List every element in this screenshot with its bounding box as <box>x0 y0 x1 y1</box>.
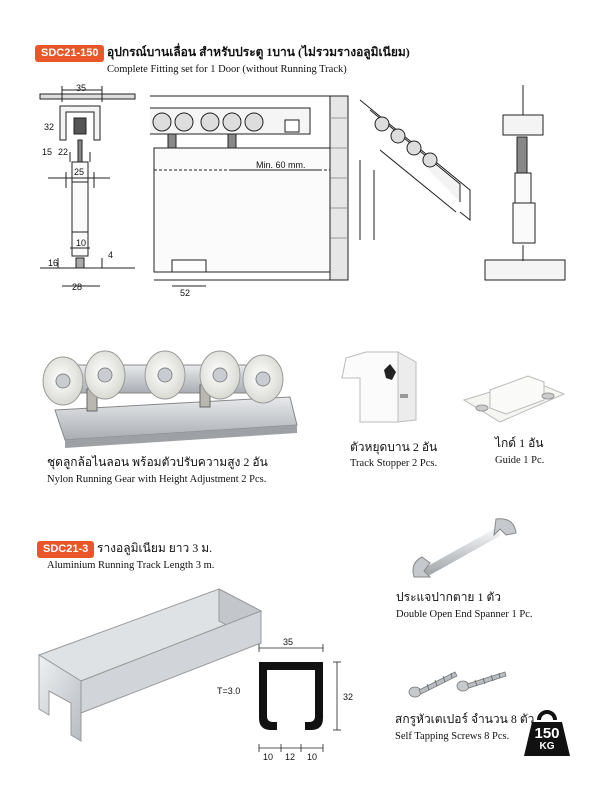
profile-dim-12: 12 <box>285 752 295 762</box>
profile-dim-35: 35 <box>283 637 293 647</box>
profile-dim-32: 32 <box>343 692 353 702</box>
guide-label-en: Guide 1 Pc. <box>495 455 545 466</box>
dim-25: 25 <box>74 167 84 177</box>
track-stopper-image <box>341 351 417 423</box>
track-code-badge: SDC21-3 <box>37 541 95 558</box>
spanner-image <box>412 518 517 578</box>
aluminium-track-image <box>37 588 263 742</box>
running-gear-label-th: ชุดลูกล้อไนลอน พร้อมตัวปรับความสูง 2 อัน <box>47 455 268 469</box>
track-stopper-label-en: Track Stopper 2 Pcs. <box>350 458 438 469</box>
dim-35: 35 <box>76 83 86 93</box>
guide-label-th: ไกด์ 1 อัน <box>495 436 544 450</box>
profile-dim-thickness: T=3.0 <box>217 686 240 696</box>
dim-4: 4 <box>108 250 113 260</box>
dim-15: 15 <box>42 147 52 157</box>
dim-22: 22 <box>58 147 68 157</box>
fitting-set-title-en: Complete Fitting set for 1 Door (without… <box>107 64 347 75</box>
side-profile-drawing: 35 32 15 22 25 10 16 4 28 <box>39 83 136 292</box>
screws-image <box>408 671 507 698</box>
profile-dim-10a: 10 <box>263 752 273 762</box>
running-gear-label-en: Nylon Running Gear with Height Adjustmen… <box>47 474 267 485</box>
fitting-set-title-th: อุปกรณ์บานเลื่อน สำหรับประตู 1บาน (ไม่รว… <box>107 45 410 59</box>
dim-16: 16 <box>48 258 58 268</box>
product-code-badge: SDC21-150 <box>35 45 105 62</box>
screws-label-th: สกรูหัวเตเปอร์ จำนวน 8 ตัว <box>395 712 535 726</box>
weight-capacity-badge: 150 KG <box>522 710 572 758</box>
dim-52: 52 <box>180 288 190 298</box>
screws-label-en: Self Tapping Screws 8 Pcs. <box>395 731 510 742</box>
dim-min-60: Min. 60 mm. <box>256 160 306 170</box>
dim-10: 10 <box>76 238 86 248</box>
weight-value: 150 <box>534 725 560 742</box>
weight-unit: KG <box>539 741 555 752</box>
isometric-track-drawing <box>359 99 471 240</box>
dim-32: 32 <box>44 122 54 132</box>
track-title-en: Aluminium Running Track Length 3 m. <box>47 560 215 571</box>
dim-28: 28 <box>72 282 82 292</box>
weight-icon <box>524 710 570 756</box>
profile-dim-10b: 10 <box>307 752 317 762</box>
running-gear-image <box>42 350 298 448</box>
track-stopper-label-th: ตัวหยุดบาน 2 อัน <box>350 440 438 454</box>
isometric-hanger-drawing <box>484 85 566 281</box>
front-elevation-drawing: Min. 60 mm. 52 <box>150 95 349 298</box>
spanner-label-en: Double Open End Spanner 1 Pc. <box>396 609 533 620</box>
track-title-th: รางอลูมิเนียม ยาว 3 ม. <box>97 541 213 555</box>
track-profile-drawing: 35 T=3.0 32 10 12 10 <box>217 637 353 762</box>
guide-image <box>462 375 566 423</box>
spanner-label-th: ประแจปากตาย 1 ตัว <box>396 590 501 604</box>
